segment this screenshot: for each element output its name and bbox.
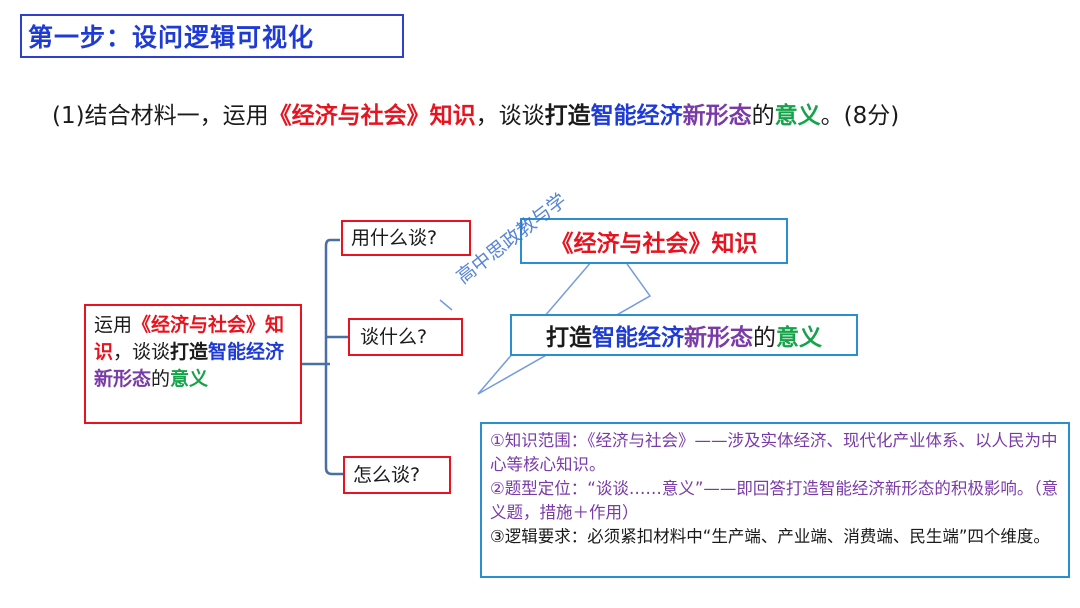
answer-topic-part: 打造 [546, 325, 592, 351]
question-part: 智能经济 [590, 103, 683, 129]
question-part: 打造 [544, 103, 591, 129]
method-line-type: ②题型定位：“谈谈……意义”——即回答打造智能经济新形态的积极影响。（意义题，措… [490, 479, 1059, 522]
answer-topic-part: 智能经济 [592, 325, 684, 351]
question-part: 新形态 [682, 103, 752, 129]
branch-how: 怎么谈? [343, 456, 451, 494]
root-part: 智能经济 [208, 341, 285, 363]
step-title: 第一步：设问逻辑可视化 [20, 14, 404, 58]
question-part: ，谈谈 [475, 103, 545, 129]
branch-what-with: 用什么谈? [341, 220, 471, 256]
method-line-scope: ①知识范围：《经济与社会》——涉及实体经济、现代化产业体系、以人民为中心等核心知… [490, 431, 1058, 474]
root-part: 新形态 [94, 368, 152, 390]
question-part: 。(8分) [820, 103, 900, 129]
answer-topic-box: 打造智能经济新形态的意义 [510, 314, 858, 356]
root-part: 《经济与社会》知识 [94, 314, 285, 363]
question-text: (1)结合材料一，运用《经济与社会》知识，谈谈打造智能经济新形态的意义。(8分) [52, 96, 1062, 136]
branch-what-about: 谈什么? [348, 318, 463, 356]
answer-topic-part: 新形态 [684, 325, 753, 351]
answer-topic-part: 意义 [776, 325, 822, 351]
question-part: 的 [751, 103, 775, 129]
answer-knowledge-box: 《经济与社会》知识 [520, 218, 788, 264]
root-topic-box: 运用《经济与社会》知识，谈谈打造智能经济新形态的意义 [84, 304, 302, 424]
question-part: 《经济与社会》知识 [268, 103, 476, 129]
question-part: (1)结合材料一，运用 [52, 103, 269, 129]
method-line-logic: ③逻辑要求：必须紧扣材料中“生产端、产业端、消费端、民生端”四个维度。 [490, 527, 1050, 546]
root-part: 运用 [94, 314, 133, 336]
answer-method-box: ①知识范围：《经济与社会》——涉及实体经济、现代化产业体系、以人民为中心等核心知… [480, 422, 1070, 578]
root-part: 的 [151, 368, 171, 390]
root-part: ，谈谈 [113, 341, 171, 363]
root-part: 打造 [170, 341, 209, 363]
answer-topic-part: 的 [753, 325, 776, 351]
root-part: 意义 [170, 368, 209, 390]
question-part: 意义 [774, 103, 821, 129]
